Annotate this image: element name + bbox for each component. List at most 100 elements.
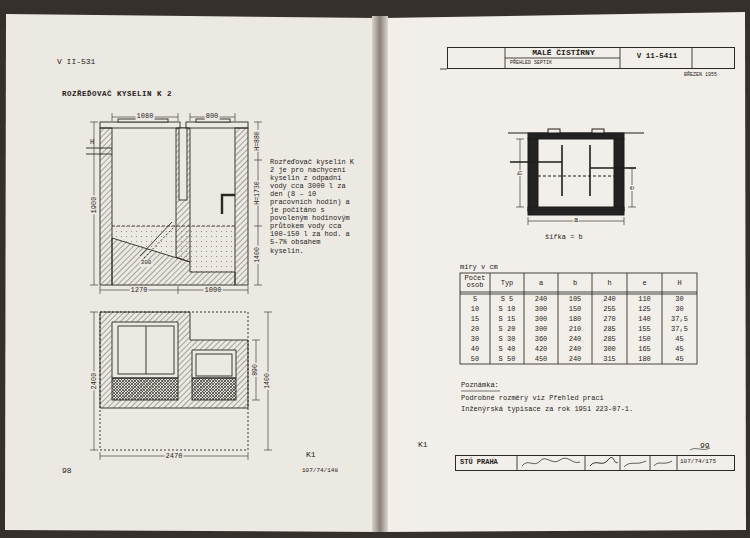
septic-tank-drawing-part [510, 161, 562, 162]
dimension-label: 2400 [90, 372, 98, 391]
table-cell: S 10 [490, 305, 524, 313]
table-cell: 270 [592, 315, 627, 323]
section-drawing-part [100, 128, 112, 285]
septic-tank-drawing-part [528, 133, 624, 139]
septic-tank-drawing-part [589, 145, 591, 196]
dimension-lines [90, 113, 262, 294]
section-drawing-part [112, 226, 235, 227]
septic-tank-drawing-part [528, 207, 624, 215]
section-drawing-part [86, 154, 112, 155]
table-cell: S 20 [490, 325, 524, 333]
note-text: Inženýrská typisace za rok 1951 223-07-1… [461, 405, 633, 413]
table-grid-part [490, 273, 662, 364]
sheet-mark: K1 [418, 440, 428, 449]
table-cell: S 5 [490, 295, 524, 303]
plan-dimension-lines-part [90, 312, 98, 450]
dimension-label: 1080 [136, 112, 155, 120]
dimension-label: 1270 [130, 286, 149, 294]
table-cell: 15 [460, 315, 490, 323]
sheet-number: V 11-5411 [621, 52, 693, 60]
table-cell: 450 [524, 355, 558, 363]
plan-dimension-lines-part [264, 312, 272, 450]
dimension-label: 1400 [264, 372, 271, 390]
table-cell: 240 [558, 345, 592, 353]
sheet-subtitle: PŘEHLED SEPTIK [510, 61, 552, 67]
table-cell: 30 [460, 335, 490, 343]
stamp-rules-part [650, 455, 651, 471]
plan-drawing-part [100, 312, 248, 450]
table-cell: 180 [627, 355, 662, 363]
table-header: Typ [490, 279, 524, 287]
table-header: h [592, 279, 627, 287]
table-cell: 315 [592, 355, 627, 363]
table-cell: S 50 [490, 355, 524, 363]
page-number: 99 [700, 441, 710, 450]
table-cell: S 15 [490, 315, 524, 323]
drawing-note: Rozřeďovač kyselin K 2 je pro nachycení … [270, 158, 354, 255]
stamp-rules-part [517, 455, 518, 471]
table-cell: 140 [627, 315, 662, 323]
note-underline [461, 391, 500, 392]
tank-dimension-lines-part [628, 168, 636, 207]
table-cell: 37,5 [662, 315, 697, 323]
stamp-rules-part [522, 458, 580, 466]
stamp-rules-part [624, 461, 646, 467]
dimension-label: 890 [252, 363, 259, 377]
drawing-heading: ROZŘEĎOVAČ KYSELIN K 2 [62, 90, 172, 99]
units-note: míry v cm [460, 263, 498, 271]
dimension-lines-part [90, 122, 98, 285]
table-cell: 110 [627, 295, 662, 303]
plan-drawing-part [118, 326, 174, 374]
plan-drawing [100, 312, 248, 450]
section-drawing-part [100, 122, 180, 128]
septic-tank-drawing-part [614, 139, 624, 211]
table-grid-part [460, 292, 697, 293]
paper-part [372, 16, 388, 532]
section-drawing-part [86, 148, 112, 149]
table-cell: 255 [592, 305, 627, 313]
office-name: STÚ PRAHA [460, 459, 498, 467]
table-cell: 5 [460, 295, 490, 303]
table-cell: 155 [627, 325, 662, 333]
reference-number: 107/74/175 [680, 459, 716, 466]
table-grid-part [460, 273, 697, 364]
stamp-rules-part [590, 457, 618, 466]
section-drawing-part [179, 128, 187, 200]
section-drawing-part [186, 122, 248, 128]
title-block-rules-part [692, 47, 693, 69]
stamp-block: STÚ PRAHA 107/74/175 [455, 455, 735, 471]
table-cell: 150 [627, 335, 662, 343]
septic-tank-drawing-part [538, 176, 614, 177]
sheet-mark: K1 [306, 450, 316, 459]
table-header: b [558, 279, 592, 287]
stamp-rules-part [585, 455, 586, 471]
plan-drawing-part [112, 378, 178, 400]
title-block-rules-part [440, 69, 447, 70]
table-cell: 420 [524, 345, 558, 353]
table-cell: 180 [558, 315, 592, 323]
dimension-lines-part [254, 122, 262, 285]
section-drawing-part [140, 222, 172, 256]
septic-tank-drawing-part [592, 129, 604, 133]
note-underline-part [461, 391, 500, 392]
table-cell: 240 [524, 295, 558, 303]
note-heading: Poznámka: [461, 381, 499, 389]
stamp-rules-part [620, 455, 621, 471]
table-cell: 150 [558, 305, 592, 313]
table-cell: 285 [592, 335, 627, 343]
paper-part [5, 14, 379, 532]
dimension-letter: e [628, 185, 636, 191]
title-block-rules [440, 47, 692, 69]
plan-drawing-part [146, 326, 147, 374]
dimension-lines-part [112, 113, 235, 121]
table-cell: 240 [558, 355, 592, 363]
dimension-label: 800 [205, 112, 220, 120]
dimension-label: 2470 [165, 452, 184, 460]
septic-tank-drawing-part [548, 129, 560, 133]
table-cell: 40 [460, 345, 490, 353]
table-cell: 45 [662, 355, 697, 363]
table-cell: 360 [524, 335, 558, 343]
table-cell: 300 [592, 345, 627, 353]
page-number: 98 [62, 466, 72, 475]
